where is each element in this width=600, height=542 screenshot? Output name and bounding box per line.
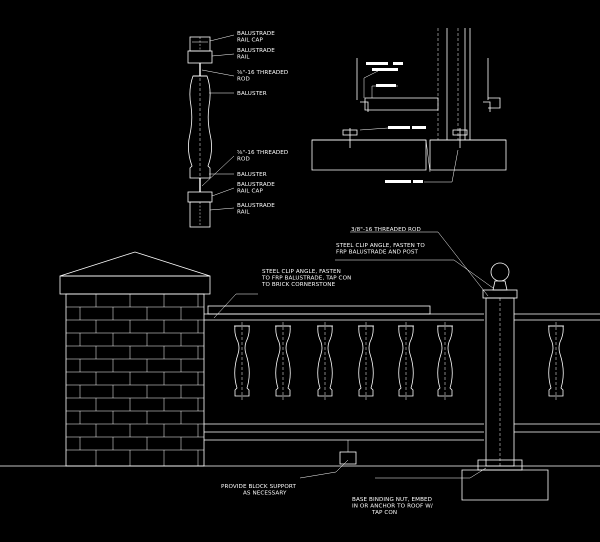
baluster-section-detail — [187, 34, 235, 228]
post-base-section-detail — [311, 28, 507, 183]
balustrade-post — [477, 262, 523, 471]
brick-cornerstone — [59, 251, 211, 467]
label-baluster-top: BALUSTER — [237, 91, 267, 97]
balustrade-elevation — [0, 231, 600, 501]
label-threaded-rod-post: 3/8"-16 THREADED ROD — [351, 227, 421, 233]
label-baluster-bottom: BALUSTER — [237, 172, 267, 178]
balustrade-run-right — [514, 313, 600, 433]
balustrade-run — [204, 305, 484, 465]
